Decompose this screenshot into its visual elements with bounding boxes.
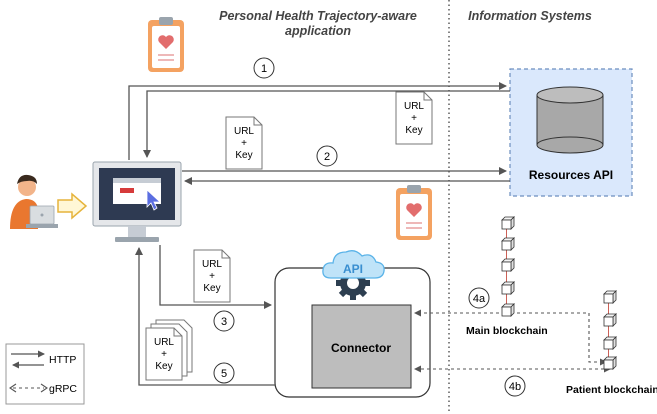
request-arrow-1	[128, 82, 507, 160]
doc-text-url: URL	[234, 126, 254, 137]
step-4a-number: 4a	[473, 293, 486, 305]
response-arrow-1	[143, 90, 510, 158]
block-icon	[501, 216, 515, 230]
block-icon	[603, 290, 617, 304]
legend: HTTP gRPC	[5, 343, 85, 405]
connector-box	[311, 304, 412, 389]
url-key-document: URL + Key	[193, 249, 231, 303]
step-2-number: 2	[324, 151, 330, 163]
hollow-arrow-icon	[57, 192, 88, 220]
info-systems-header: Information Systems	[468, 9, 592, 23]
url-key-document: URL + Key	[225, 116, 263, 170]
doc-text-key: Key	[405, 125, 422, 136]
step-5-badge: 5	[213, 362, 235, 384]
block-icon	[603, 336, 617, 350]
patient-blockchain-chain	[603, 290, 617, 370]
request-arrow-3	[159, 245, 272, 309]
resources-api-label: Resources API	[529, 168, 613, 182]
url-key-document-stack: URL + Key	[145, 319, 193, 381]
database-icon	[536, 86, 604, 154]
api-badge-label: API	[343, 262, 363, 276]
legend-http-label: HTTP	[49, 354, 76, 366]
app-header-line2: application	[285, 24, 351, 38]
step-3-badge: 3	[213, 310, 235, 332]
step-4a-badge: 4a	[468, 287, 490, 309]
step-4b-badge: 4b	[504, 375, 526, 397]
doc-text-plus: +	[209, 271, 215, 282]
doc-text-url: URL	[202, 259, 222, 270]
response-arrow-5	[135, 247, 275, 386]
grpc-arrow-main-to-patient	[505, 312, 607, 366]
doc-text-key: Key	[235, 150, 252, 161]
step-2-badge: 2	[316, 145, 338, 167]
user-avatar-icon	[10, 174, 58, 229]
block-icon	[501, 258, 515, 272]
block-icon	[603, 356, 617, 370]
step-5-number: 5	[221, 368, 227, 380]
block-icon	[501, 303, 515, 317]
main-blockchain-chain	[501, 216, 515, 317]
main-blockchain-label: Main blockchain	[466, 325, 548, 337]
clipboard-heart-icon	[148, 17, 184, 72]
clipboard-heart-icon	[396, 185, 432, 240]
url-key-document: URL + Key	[395, 91, 433, 145]
doc-text-plus: +	[161, 349, 167, 360]
monitor-icon	[92, 161, 182, 242]
connector-label: Connector	[331, 341, 391, 355]
doc-text-key: Key	[203, 283, 220, 294]
doc-text-url: URL	[404, 101, 424, 112]
block-icon	[501, 281, 515, 295]
resources-api-box: Resources API	[509, 68, 633, 197]
block-icon	[603, 313, 617, 327]
legend-grpc-label: gRPC	[49, 383, 77, 395]
step-1-badge: 1	[253, 57, 275, 79]
block-icon	[501, 237, 515, 251]
step-3-number: 3	[221, 316, 227, 328]
doc-text-plus: +	[241, 138, 247, 149]
doc-text-plus: +	[411, 113, 417, 124]
patient-blockchain-label: Patient blockchain	[566, 384, 657, 396]
app-header-line1: Personal Health Trajectory-aware	[219, 9, 417, 23]
doc-text-key: Key	[155, 361, 172, 372]
doc-text-url: URL	[154, 337, 174, 348]
step-4b-number: 4b	[509, 381, 521, 393]
step-1-number: 1	[261, 63, 267, 75]
